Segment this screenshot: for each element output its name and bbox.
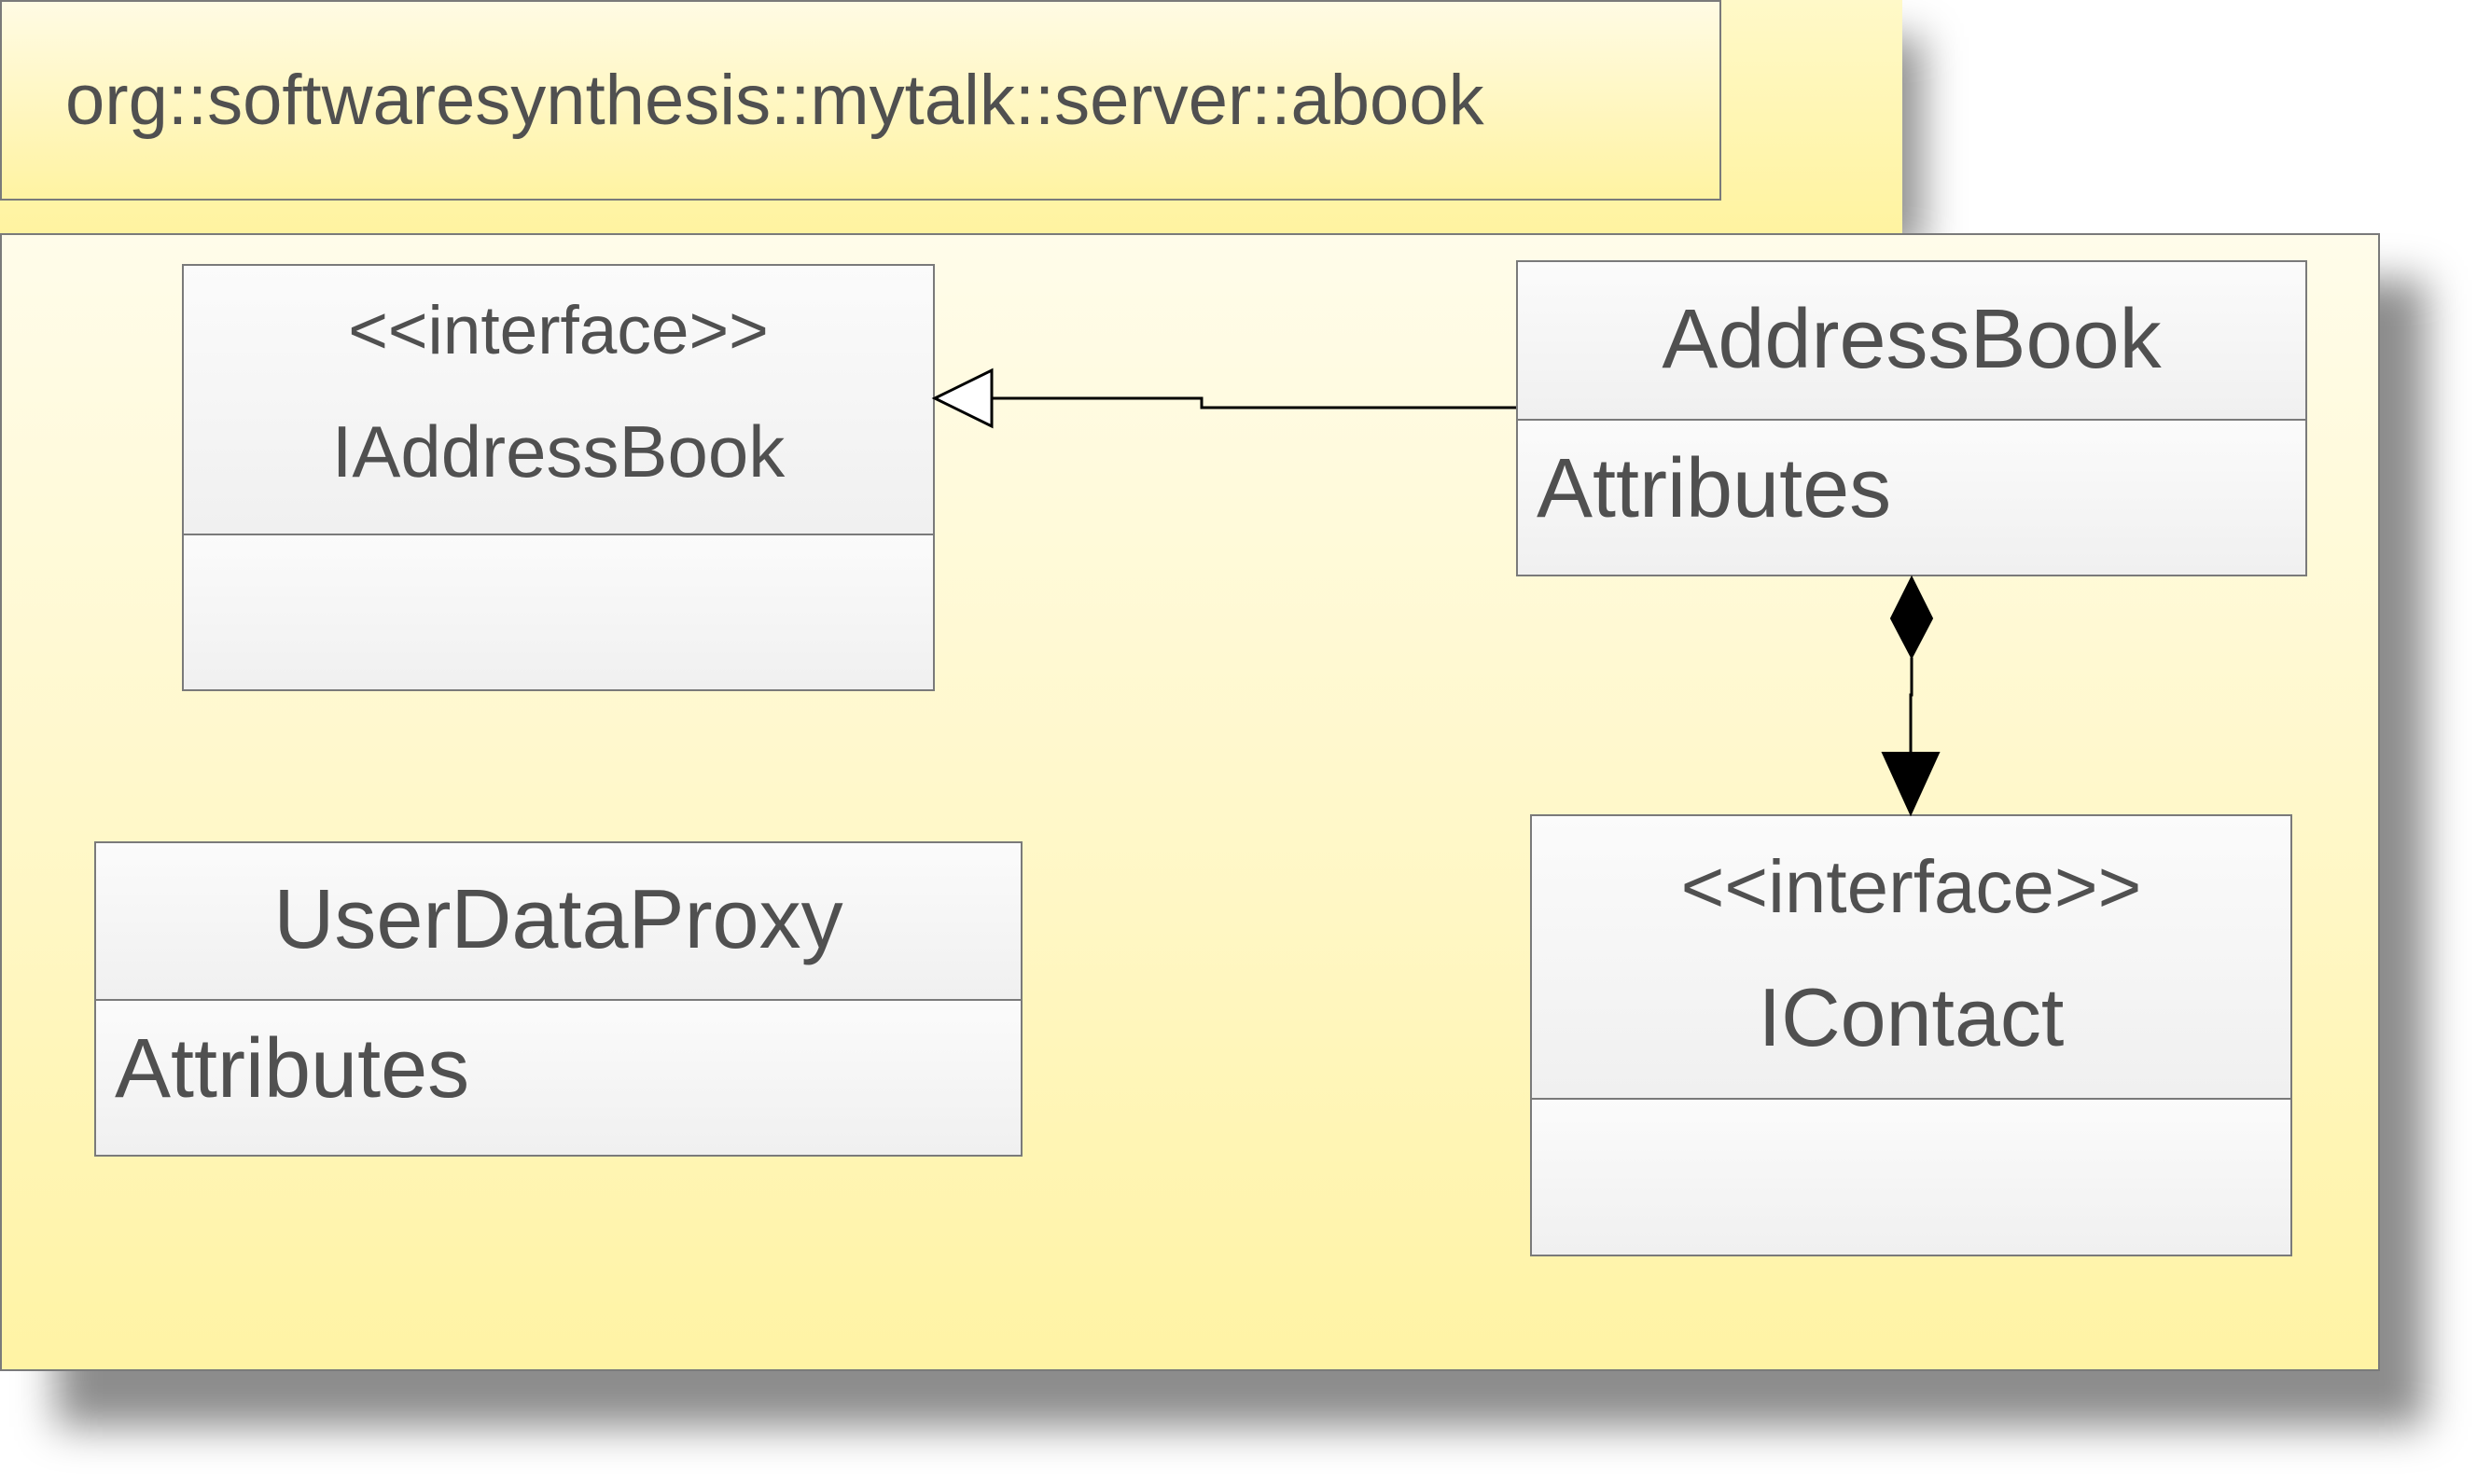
- class-icontact-header: <<interface>> IContact: [1532, 816, 2290, 1100]
- class-iaddressbook-body: [184, 535, 933, 689]
- class-icontact[interactable]: <<interface>> IContact: [1530, 814, 2292, 1256]
- class-userdataproxy[interactable]: UserDataProxy Attributes: [94, 841, 1023, 1157]
- class-iaddressbook[interactable]: <<interface>> IAddressBook: [182, 264, 935, 691]
- class-iaddressbook-stereotype: <<interface>>: [348, 293, 769, 368]
- package-tab[interactable]: org::softwaresynthesis::mytalk::server::…: [0, 0, 1721, 201]
- class-addressbook-attributes-label: Attributes: [1537, 442, 1892, 535]
- class-userdataproxy-attributes-label: Attributes: [115, 1022, 470, 1116]
- class-userdataproxy-header: UserDataProxy: [96, 843, 1021, 1001]
- package-title: org::softwaresynthesis::mytalk::server::…: [65, 61, 1484, 140]
- class-addressbook[interactable]: AddressBook Attributes: [1516, 260, 2307, 576]
- class-addressbook-header: AddressBook: [1518, 262, 2305, 421]
- class-addressbook-name: AddressBook: [1662, 293, 2162, 386]
- class-userdataproxy-name: UserDataProxy: [273, 873, 843, 966]
- class-icontact-name: IContact: [1758, 971, 2065, 1063]
- class-icontact-stereotype: <<interface>>: [1680, 845, 2142, 928]
- class-iaddressbook-name: IAddressBook: [331, 410, 786, 492]
- class-userdataproxy-attributes: Attributes: [96, 1001, 1021, 1155]
- class-icontact-body: [1532, 1100, 2290, 1255]
- class-iaddressbook-header: <<interface>> IAddressBook: [184, 266, 933, 535]
- class-addressbook-attributes: Attributes: [1518, 421, 2305, 575]
